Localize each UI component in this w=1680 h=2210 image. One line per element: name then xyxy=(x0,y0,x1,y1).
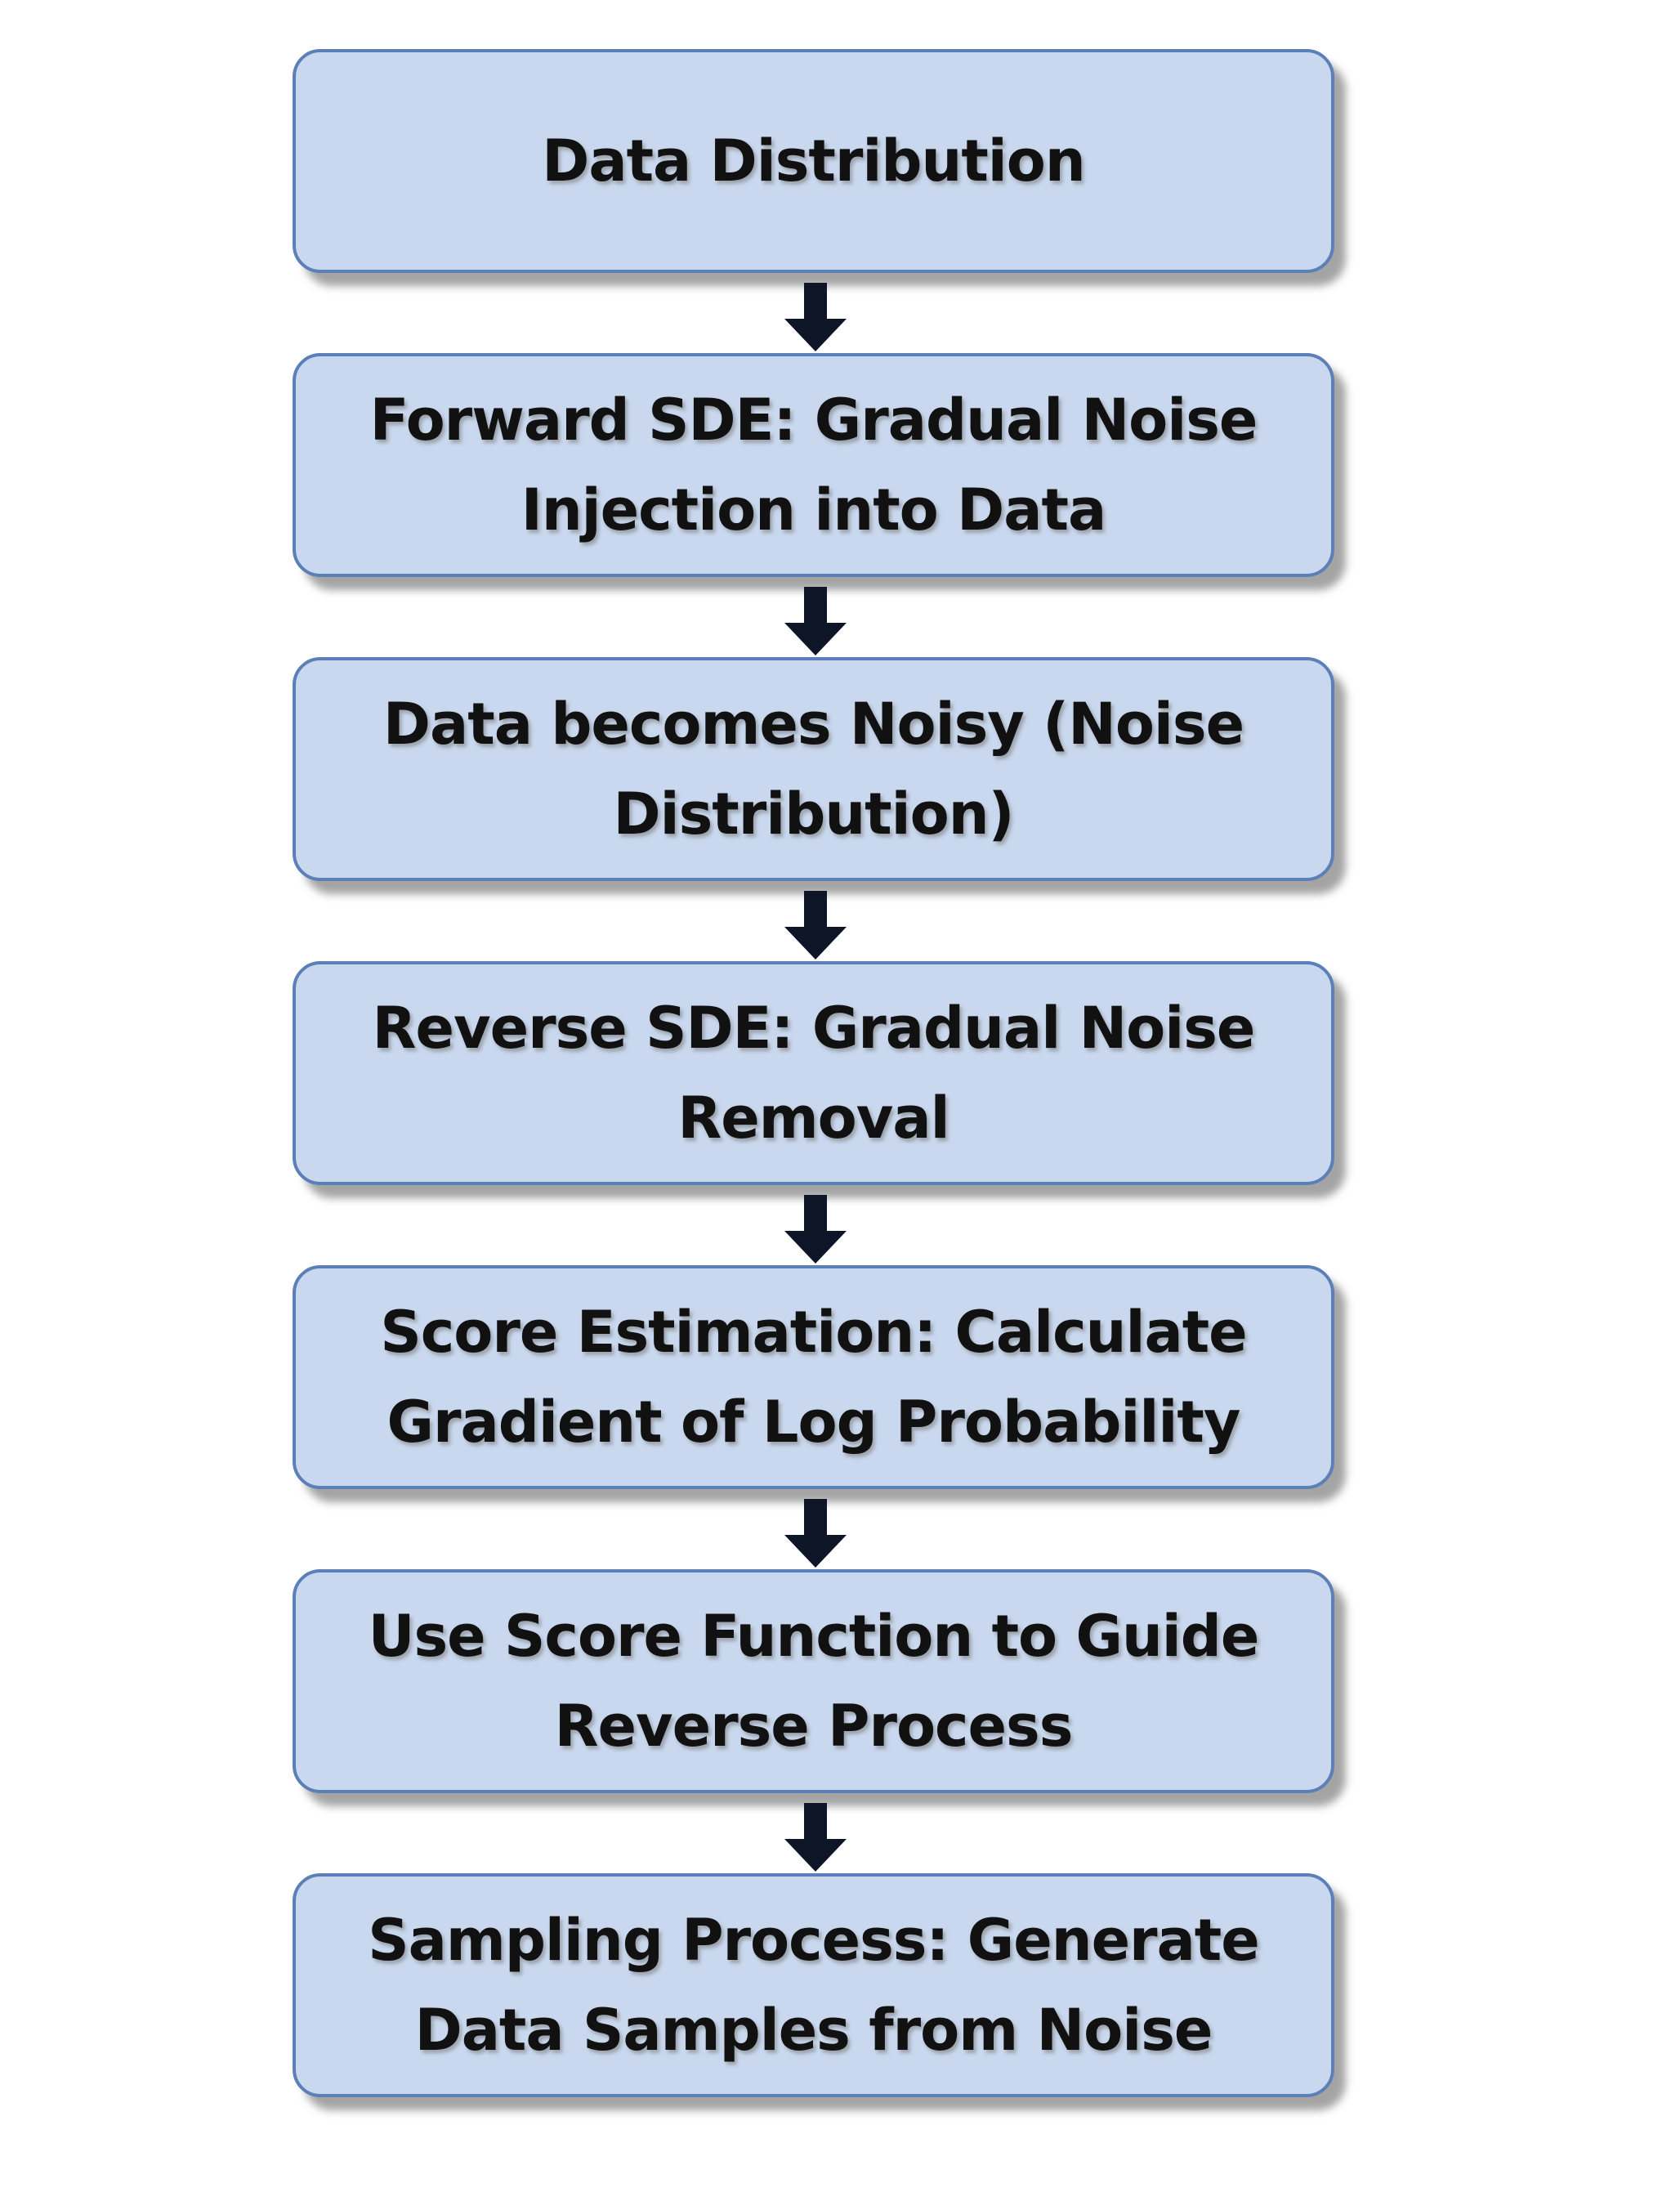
down-arrow-icon xyxy=(784,283,847,351)
step-noisy-data: Data becomes Noisy (Noise Distribution) xyxy=(293,657,1334,881)
step-data-distribution: Data Distribution xyxy=(293,49,1334,273)
step-reverse-sde: Reverse SDE: Gradual Noise Removal xyxy=(293,961,1334,1185)
down-arrow-icon xyxy=(784,1195,847,1264)
step-sampling-process: Sampling Process: Generate Data Samples … xyxy=(293,1873,1334,2097)
step-score-function: Use Score Function to Guide Reverse Proc… xyxy=(293,1569,1334,1793)
step-forward-sde: Forward SDE: Gradual Noise Injection int… xyxy=(293,353,1334,577)
step-label: Forward SDE: Gradual Noise Injection int… xyxy=(369,387,1258,544)
step-label: Sampling Process: Generate Data Samples … xyxy=(368,1907,1260,2064)
step-label: Data Distribution xyxy=(542,128,1085,195)
step-label: Score Estimation: Calculate Gradient of … xyxy=(380,1299,1247,1456)
down-arrow-icon xyxy=(784,1803,847,1872)
down-arrow-icon xyxy=(784,1499,847,1568)
step-label: Data becomes Noisy (Noise Distribution) xyxy=(382,691,1244,848)
step-label: Use Score Function to Guide Reverse Proc… xyxy=(368,1603,1260,1760)
step-label: Reverse SDE: Gradual Noise Removal xyxy=(372,995,1256,1152)
down-arrow-icon xyxy=(784,891,847,960)
down-arrow-icon xyxy=(784,587,847,655)
step-score-estimation: Score Estimation: Calculate Gradient of … xyxy=(293,1265,1334,1489)
